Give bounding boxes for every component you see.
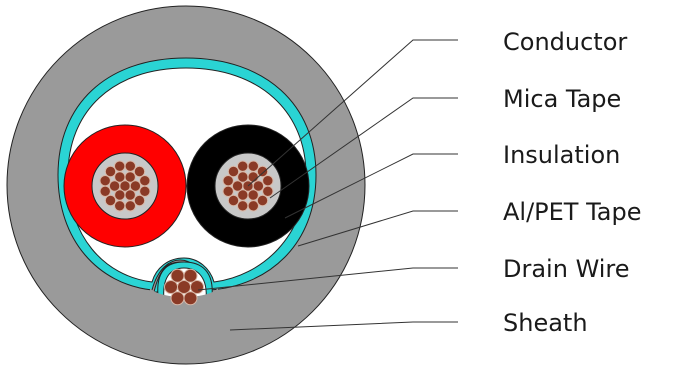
conductor-red-strand	[133, 194, 146, 207]
conductor-black-strand	[252, 180, 265, 192]
label-conductor: Conductor	[503, 28, 627, 56]
label-sheath: Sheath	[503, 309, 588, 337]
conductor-red-strand	[129, 180, 142, 192]
conductor-red-strand	[114, 171, 126, 183]
conductor-black-strand	[236, 200, 249, 212]
conductor-black-strand	[262, 174, 274, 187]
conductor-black-strand	[236, 160, 249, 172]
conductor-red-strand	[104, 165, 117, 178]
conductor-red-strand	[99, 174, 111, 187]
leader-drain-wire	[197, 267, 458, 291]
label-drain-wire: Drain Wire	[503, 255, 630, 283]
drain-wire-strand	[170, 268, 185, 283]
conductor-core-black	[222, 160, 274, 212]
label-al-pet-tape: Al/PET Tape	[503, 198, 642, 226]
conductor-red-strand	[124, 171, 136, 183]
conductor-black-strand	[222, 174, 234, 187]
conductor-black-strand	[222, 185, 234, 198]
leader-mica-tape	[269, 97, 458, 199]
drain-wire-strand	[164, 280, 178, 294]
conductor-red-strand	[108, 180, 121, 192]
conductor-core-red	[99, 160, 151, 212]
conductor-red-strand	[124, 160, 137, 172]
conductor-red-strand	[104, 194, 117, 207]
leader-conductor	[247, 39, 458, 187]
conductor-red-strand	[99, 185, 111, 198]
conductor-red-strand	[113, 200, 126, 212]
conductor-black-strand	[247, 160, 260, 172]
leader-insulation	[284, 153, 458, 219]
leader-sheath	[229, 321, 458, 331]
conductor-red-strand	[133, 165, 146, 178]
conductor-black-strand	[247, 200, 260, 212]
drain-wire-strand	[183, 268, 198, 283]
conductor-black-strand	[262, 185, 274, 198]
conductor-red-strand	[139, 185, 151, 198]
label-mica-tape: Mica Tape	[503, 85, 621, 113]
conductor-black-strand	[247, 189, 259, 201]
conductor-black-strand	[247, 171, 259, 183]
drain-wire-strands	[164, 268, 204, 306]
conductor-black-strand	[227, 165, 240, 178]
conductor-black-strand	[237, 171, 249, 183]
label-insulation: Insulation	[503, 141, 620, 169]
drain-wire-strand	[170, 291, 185, 306]
conductor-black-strand	[256, 194, 269, 207]
conductor-red-strand	[124, 200, 137, 212]
leader-lines	[197, 39, 458, 331]
drain-wire-strand	[183, 291, 198, 306]
conductor-black-strand	[227, 194, 240, 207]
conductor-black-strand	[231, 180, 244, 192]
leader-al-pet-tape	[297, 210, 458, 247]
conductor-red-strand	[139, 174, 151, 187]
conductor-red-strand	[124, 189, 136, 201]
conductor-black-strand	[256, 165, 269, 178]
sheath-lower-fill	[150, 288, 218, 304]
conductor-red-strand	[113, 160, 126, 172]
